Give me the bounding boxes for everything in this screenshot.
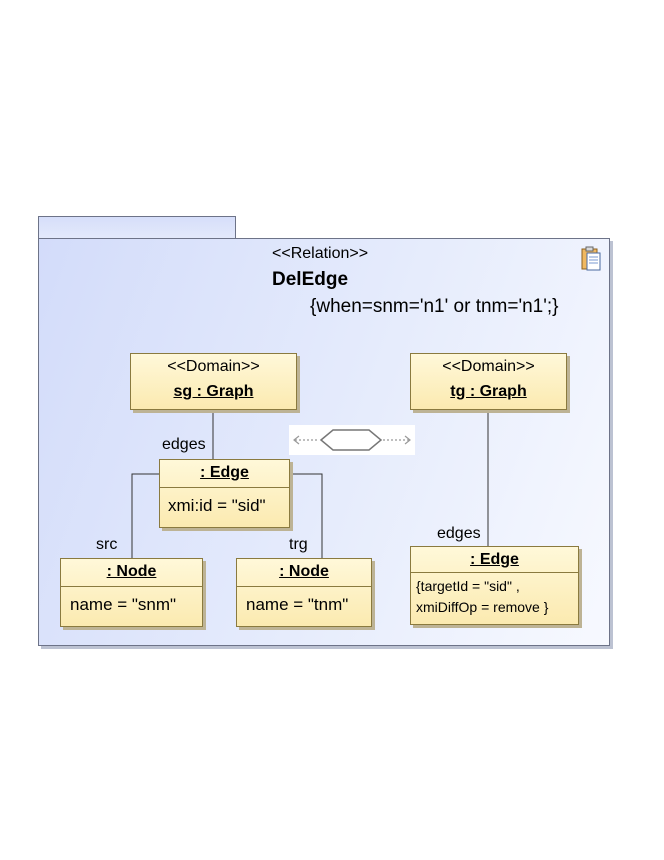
- label-src: src: [96, 536, 118, 553]
- frame-tab: [38, 216, 236, 238]
- node-trg-separator: [237, 586, 371, 587]
- check-only-hexagon-icon[interactable]: [289, 425, 415, 455]
- edge-right[interactable]: : Edge {targetId = "sid" , xmiDiffOp = r…: [410, 546, 579, 625]
- domain-tg-stereotype: <<Domain>>: [442, 358, 535, 375]
- label-edges-left: edges: [162, 436, 206, 453]
- edge-left-title: : Edge: [200, 464, 249, 481]
- domain-tg-title: tg : Graph: [450, 383, 527, 400]
- node-trg-title: : Node: [279, 563, 329, 580]
- edge-left[interactable]: : Edge xmi:id = "sid": [159, 459, 290, 528]
- edge-left-attr: xmi:id = "sid": [168, 496, 266, 515]
- edge-right-separator: [411, 572, 578, 573]
- domain-sg-stereotype: <<Domain>>: [167, 358, 260, 375]
- relation-constraint: {when=snm='n1' or tnm='n1';}: [310, 296, 559, 317]
- edge-right-attr-line1: {targetId = "sid" ,: [416, 578, 520, 594]
- node-src-title: : Node: [106, 563, 157, 580]
- edge-left-separator: [160, 487, 289, 488]
- node-src-separator: [61, 586, 202, 587]
- clipboard-icon: [581, 246, 601, 271]
- node-src[interactable]: : Node name = "snm": [60, 558, 203, 627]
- label-edges-right: edges: [437, 525, 481, 542]
- label-trg: trg: [289, 536, 308, 553]
- node-src-attr: name = "snm": [70, 595, 177, 614]
- edge-right-attr-line2: xmiDiffOp = remove }: [416, 599, 549, 615]
- relation-stereotype: <<Relation>>: [272, 245, 369, 262]
- edge-right-title: : Edge: [470, 551, 519, 568]
- domain-sg-title: sg : Graph: [173, 383, 254, 400]
- domain-tg-graph[interactable]: <<Domain>> tg : Graph: [410, 353, 567, 410]
- node-trg[interactable]: : Node name = "tnm": [236, 558, 372, 627]
- domain-sg-graph[interactable]: <<Domain>> sg : Graph: [130, 353, 297, 410]
- relation-name: DelEdge: [272, 269, 349, 290]
- node-trg-attr: name = "tnm": [246, 595, 349, 614]
